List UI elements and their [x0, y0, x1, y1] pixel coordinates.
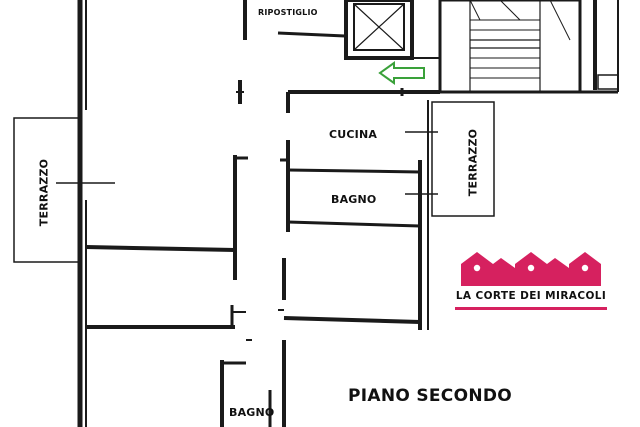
- entrance-arrow-icon: [378, 61, 425, 85]
- room-label-bagno-bottom: BAGNO: [229, 406, 275, 419]
- room-label-terrazzo-right: TERRAZZO: [466, 128, 480, 197]
- room-label-cucina: CUCINA: [329, 128, 378, 141]
- floor-title: PIANO SECONDO: [348, 386, 513, 406]
- logo-text: LA CORTE DEI MIRACOLI: [455, 290, 607, 302]
- room-label-bagno-top: BAGNO: [331, 193, 377, 206]
- elevator-shaft: [344, 0, 414, 60]
- logo-underline: [455, 307, 607, 310]
- terrace-right-outline: [431, 101, 495, 217]
- room-label-ripostiglio: RIPOSTIGLIO: [258, 8, 318, 17]
- brand-logo: LA CORTE DEI MIRACOLI: [455, 250, 607, 314]
- houses-logo-icon: [461, 252, 601, 286]
- room-label-terrazzo-left: TERRAZZO: [37, 158, 51, 227]
- terrace-left-outline: [13, 117, 81, 263]
